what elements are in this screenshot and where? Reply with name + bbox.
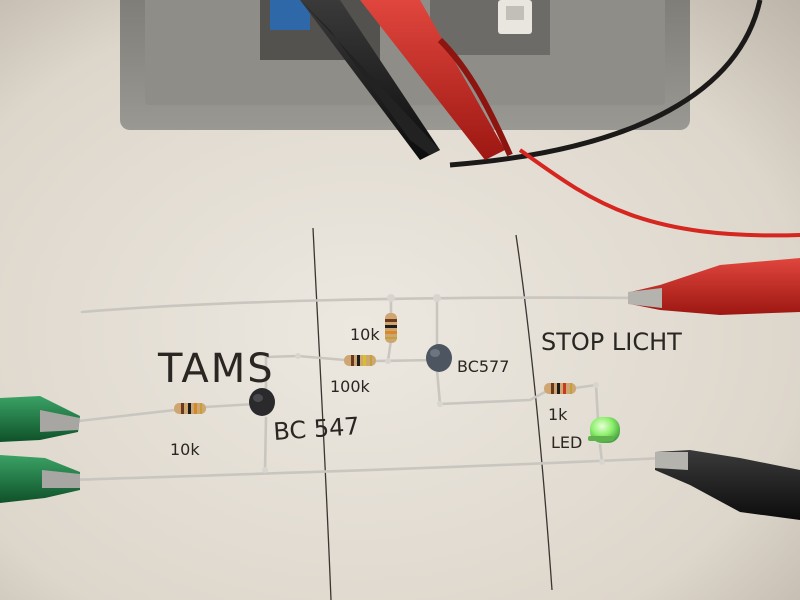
top-clip-black [300,0,440,160]
clip-red-right [628,258,800,315]
label-10k-input: 10k [170,440,200,459]
circuit-wires [68,296,667,482]
clip-green-lower [0,455,80,503]
resistor-100k [344,355,376,366]
resistor-10k-input [174,403,206,414]
solder-joints [262,294,605,473]
clip-green-upper [0,396,80,442]
clip-black-right [655,450,800,520]
resistor-10k-top [385,313,397,343]
label-stop: STOP LICHT [541,328,682,356]
label-bc577: BC577 [457,357,509,376]
label-bc547: BC 547 [272,412,360,446]
supply-wires [449,0,800,238]
transistor-bc547 [249,388,275,416]
label-10k-top: 10k [350,325,380,344]
label-led: LED [551,433,582,452]
led-green [588,417,620,443]
top-clip-red [360,0,513,160]
label-1k: 1k [548,405,568,424]
resistor-1k [544,383,576,394]
transistor-bc577 [426,344,452,372]
label-100k: 100k [330,377,371,396]
label-tams: TAMS [157,346,275,392]
power-supply [120,0,690,130]
label-stop-licht: STOP LICHT [541,328,682,356]
